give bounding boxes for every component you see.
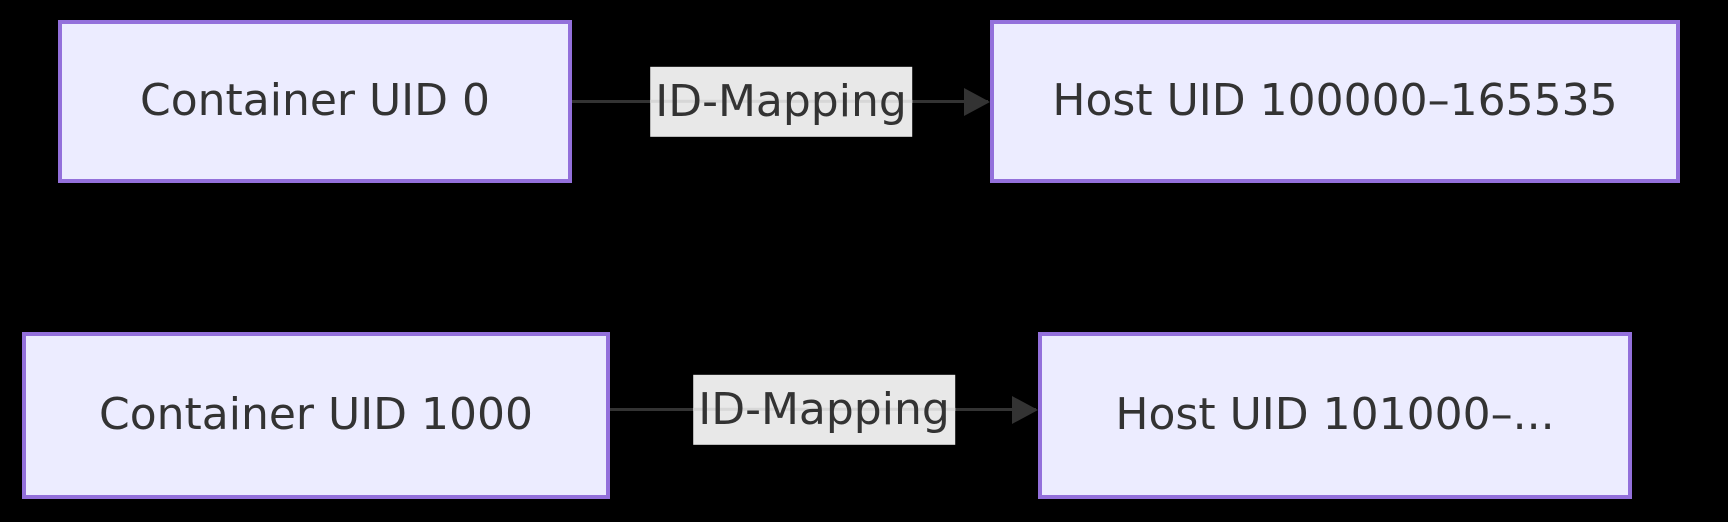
edge-label-text: ID-Mapping <box>655 75 907 127</box>
node-label: Container UID 1000 <box>98 389 534 441</box>
node-container-uid-1000: Container UID 1000 <box>22 332 610 499</box>
node-host-uid-101000-ellipsis: Host UID 101000–... <box>1038 332 1632 499</box>
node-label: Container UID 0 <box>139 75 491 127</box>
edge-label-text: ID-Mapping <box>698 383 950 435</box>
node-host-uid-100000-165535: Host UID 100000–165535 <box>990 20 1680 183</box>
edge-label-chip: ID-Mapping <box>693 374 955 446</box>
node-label: Host UID 101000–... <box>1115 389 1555 441</box>
node-container-uid-0: Container UID 0 <box>58 20 572 183</box>
arrowhead-right-icon <box>964 88 990 116</box>
arrowhead-right-icon <box>1012 396 1038 424</box>
node-label: Host UID 100000–165535 <box>1052 75 1618 127</box>
edge-label-chip: ID-Mapping <box>650 66 912 138</box>
